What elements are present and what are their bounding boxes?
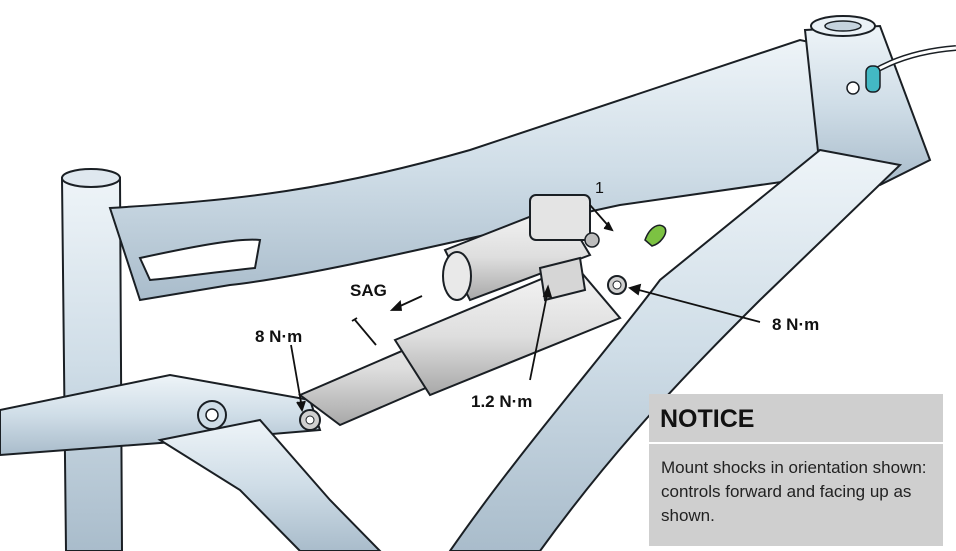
notice-body: Mount shocks in orientation shown: contr… (661, 458, 927, 525)
rear-shock (298, 194, 627, 431)
notice-title: NOTICE (660, 405, 755, 433)
torque-label-left: 8 N·m (255, 327, 303, 346)
cable-port-teal (865, 65, 881, 93)
cable-port-green (644, 224, 667, 247)
head-tube (803, 15, 932, 187)
sag-label: SAG (350, 281, 387, 300)
leader-lines (290, 204, 761, 413)
seat-tube (60, 168, 124, 551)
notice-divider (649, 442, 943, 444)
down-tube (448, 148, 903, 551)
notice-box (649, 394, 943, 546)
torque-label-right: 8 N·m (772, 315, 820, 334)
item-number-callout: 1 (595, 180, 604, 197)
torque-label-center: 1.2 N·m (471, 392, 533, 411)
chainstay (0, 373, 382, 551)
